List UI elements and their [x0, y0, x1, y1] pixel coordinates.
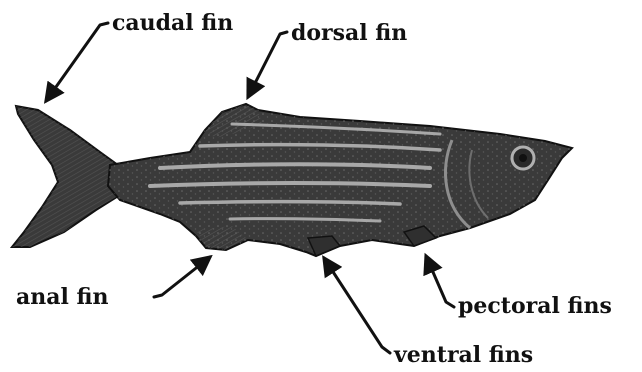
pectoral-fins-label: pectoral fins — [458, 293, 612, 319]
dorsal-fin-label: dorsal fin — [291, 20, 407, 46]
anal-fin-arrow — [154, 257, 210, 297]
caudal-fin-label: caudal fin — [112, 10, 233, 36]
ventral-fins-label: ventral fins — [393, 342, 533, 368]
anal-fin-label: anal fin — [16, 284, 109, 310]
fish-eye-pupil — [519, 154, 527, 162]
fish — [12, 104, 572, 256]
caudal-fin-arrow — [46, 23, 108, 101]
pectoral-fins-arrow — [426, 256, 454, 307]
ventral-fins-arrow — [324, 258, 390, 353]
dorsal-fin-arrow — [248, 32, 287, 97]
